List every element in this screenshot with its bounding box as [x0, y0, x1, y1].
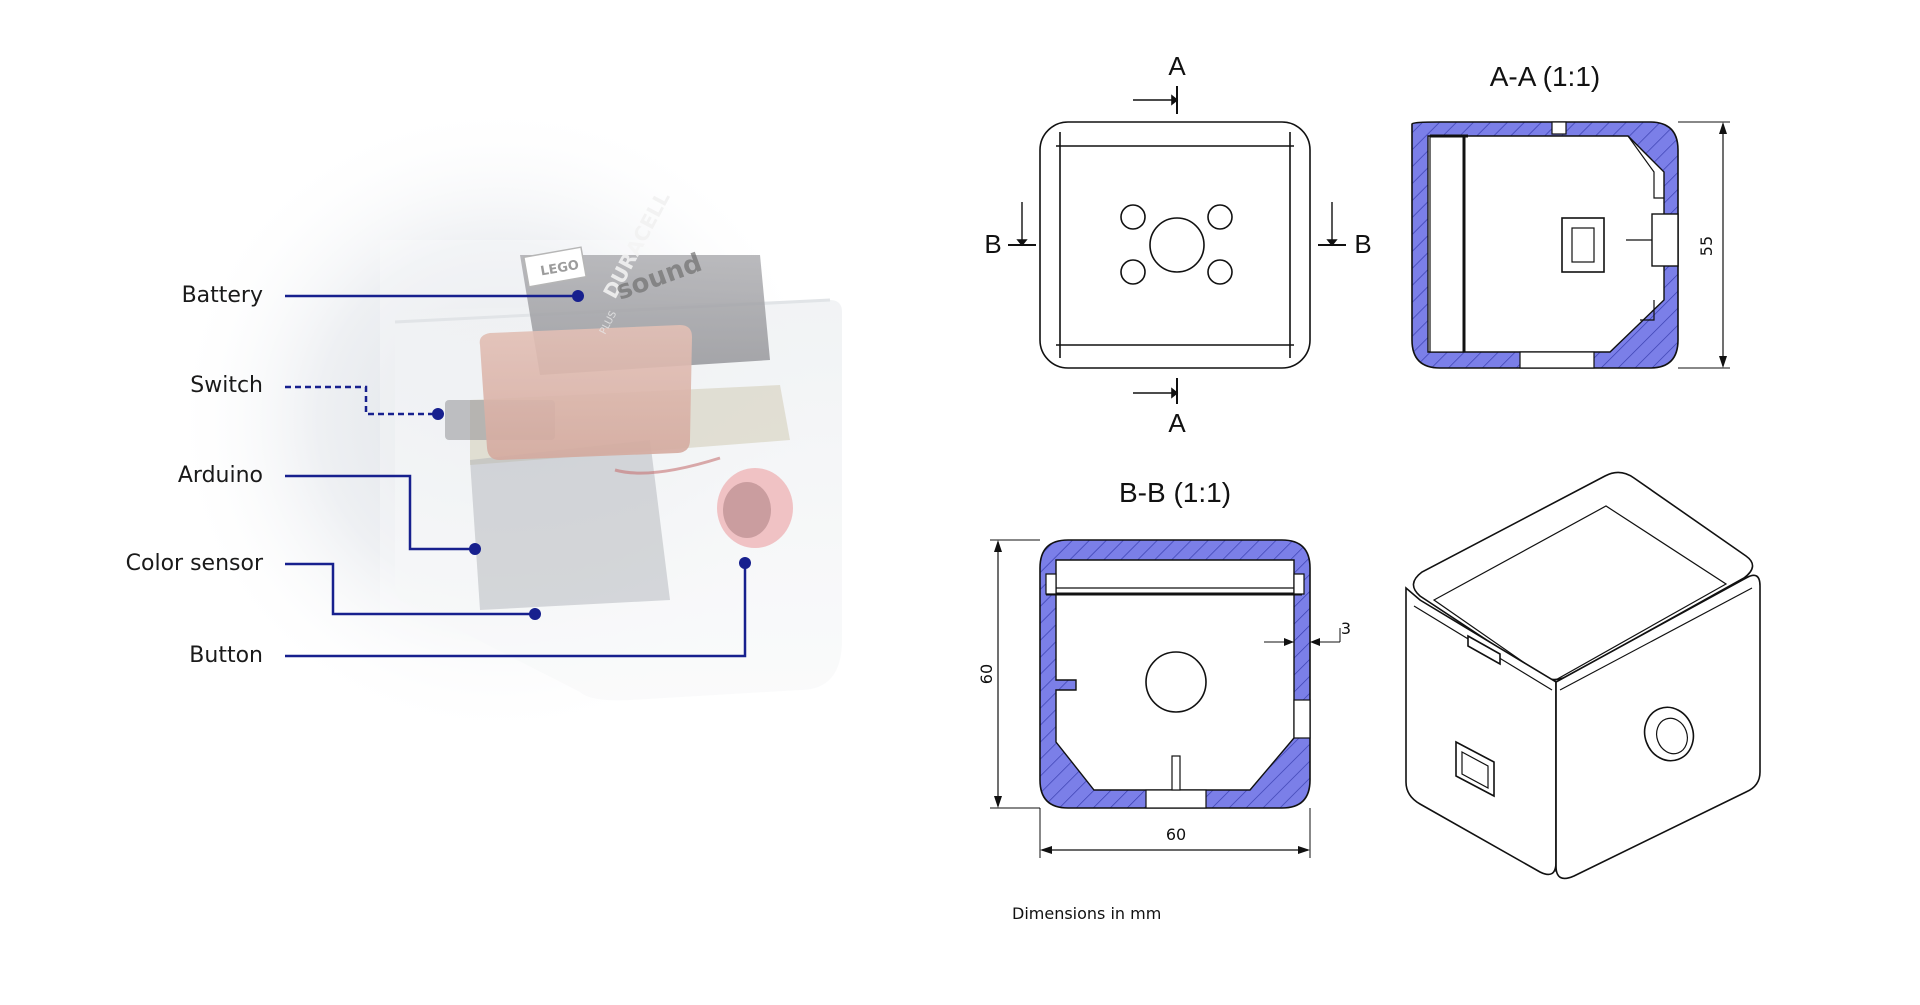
stud-hole-bottom-left	[1120, 259, 1146, 285]
callout-label-battery: Battery	[182, 283, 263, 308]
section-mark-b-right: B	[1354, 229, 1371, 259]
center-hole-bb	[1145, 651, 1207, 713]
units-note: Dimensions in mm	[1012, 904, 1161, 923]
electronics-block	[470, 440, 670, 610]
center-hole	[1149, 217, 1205, 273]
section-bb-title: B-B (1:1)	[1119, 477, 1231, 508]
dim-height-aa: 55	[1697, 236, 1716, 256]
callout-line-color-sensor	[285, 562, 535, 616]
callout-dot-battery	[572, 290, 584, 302]
stud-hole-top-left	[1120, 204, 1146, 230]
isometric-view	[1405, 471, 1761, 880]
callout-line-button	[285, 563, 747, 658]
callout-label-color-sensor: Color sensor	[126, 551, 264, 576]
callouts: Battery Switch Arduino Color sensor Butt…	[126, 283, 751, 668]
callout-dot-switch	[432, 408, 444, 420]
side-hole-iso	[1643, 706, 1695, 762]
push-button	[717, 468, 793, 548]
callout-dot-color-sensor	[529, 608, 541, 620]
dim-width-bb: 60	[1166, 825, 1186, 844]
section-mark-a-bottom: A	[1168, 408, 1186, 438]
lego-logo: LEGO	[522, 246, 588, 288]
svg-text:LEGO: LEGO	[539, 258, 580, 280]
callout-dot-arduino	[469, 543, 481, 555]
callout-label-switch: Switch	[190, 373, 263, 398]
callout-label-arduino: Arduino	[178, 463, 263, 488]
section-aa	[1411, 121, 1730, 369]
device-photo: DURACELL PLUS LEGO sound	[170, 100, 850, 740]
section-aa-title: A-A (1:1)	[1490, 61, 1600, 92]
callout-line-arduino	[285, 474, 475, 551]
callout-dot-button	[739, 557, 751, 569]
section-mark-a-top: A	[1168, 51, 1186, 81]
callout-label-button: Button	[189, 643, 263, 668]
section-bb	[990, 539, 1341, 858]
stud-hole-bottom-right	[1207, 259, 1233, 285]
callout-line-switch	[285, 385, 438, 416]
usb-slot-iso	[1455, 740, 1495, 798]
top-view	[1008, 86, 1346, 404]
section-mark-b-left: B	[984, 229, 1001, 259]
dim-wall: 3	[1341, 619, 1351, 638]
stud-hole-top-right	[1207, 204, 1233, 230]
dim-height-bb: 60	[977, 664, 996, 684]
